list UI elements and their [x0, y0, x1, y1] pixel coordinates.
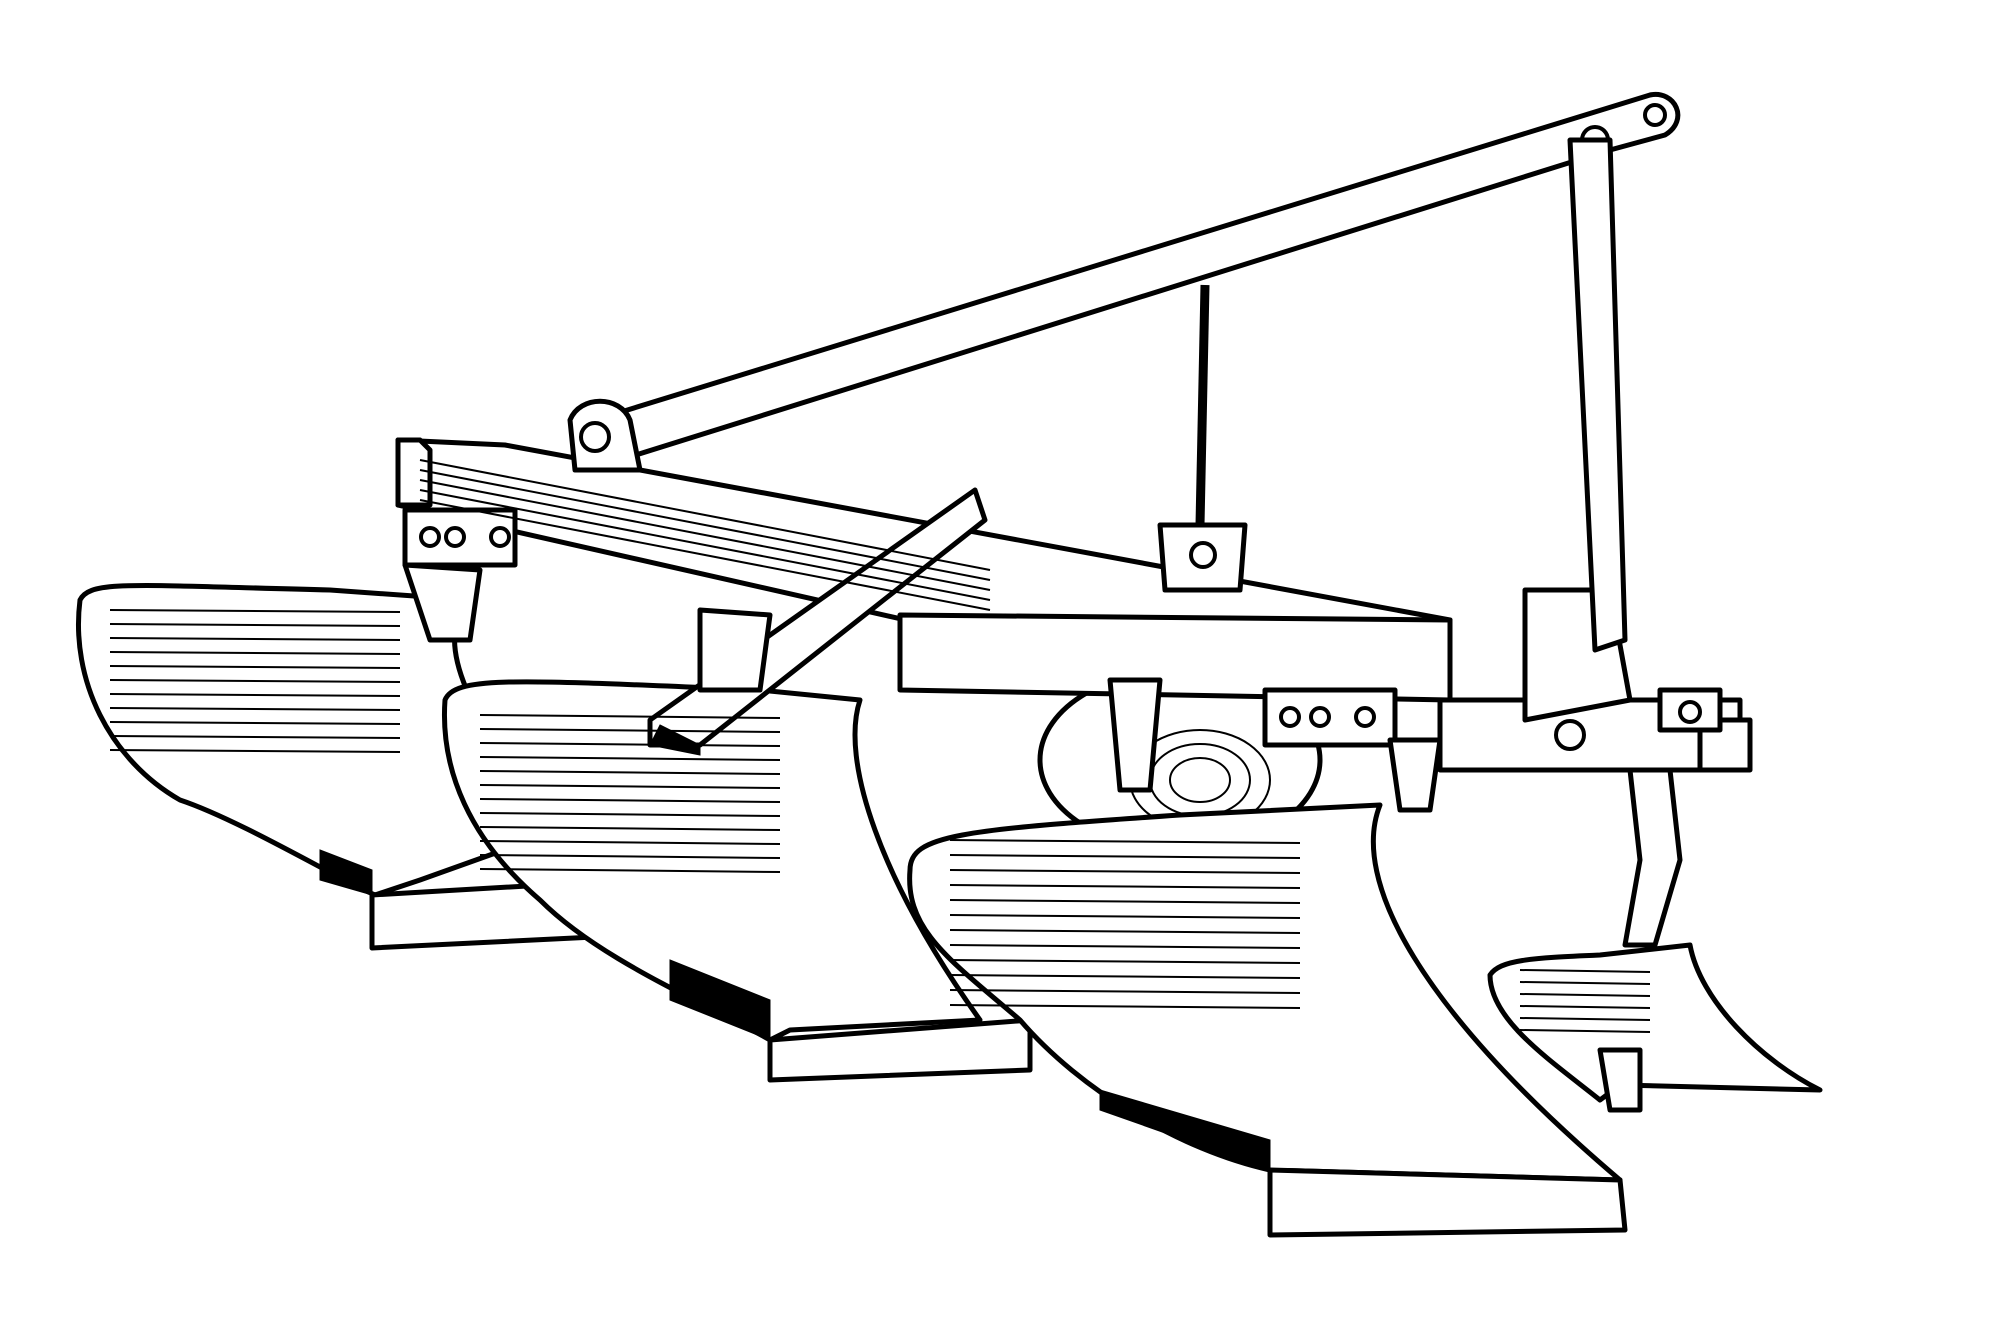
shading-lines: [109, 459, 1651, 1033]
bolt-plate-right: [1262, 687, 1398, 748]
frame-legs: [402, 562, 1443, 813]
bolt-plate-left: [402, 507, 518, 568]
rear-tine: [1487, 767, 1823, 1113]
depth-adjust-screw: [1157, 284, 1248, 593]
vertical-strut: [1567, 137, 1628, 653]
top-link-arm: [567, 92, 1681, 473]
